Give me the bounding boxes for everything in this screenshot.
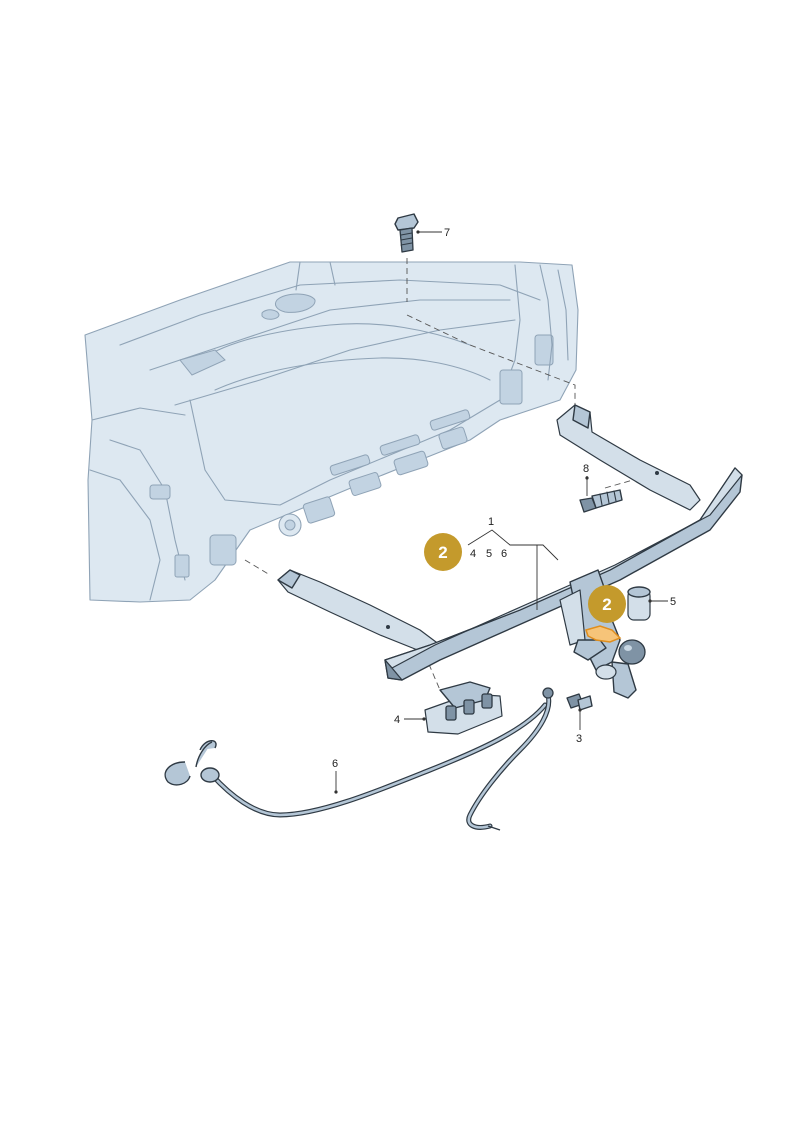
badge-a-label: 2 (438, 543, 447, 562)
callout-6-text: 6 (501, 548, 507, 560)
control-unit-bracket-icon (424, 681, 503, 735)
bolt-icon (579, 489, 623, 513)
badge-b: 2 (588, 585, 626, 623)
wiring-harness-icon (164, 687, 554, 831)
callout-5: 5 (670, 596, 676, 608)
control-unit-bracket[interactable]: 4 (394, 681, 503, 735)
seal-icon (585, 625, 622, 643)
tow-bar-icon (277, 404, 743, 681)
badge-a: 2 (424, 533, 462, 571)
vehicle-body (84, 261, 579, 603)
callout-4-text: 4 (470, 548, 476, 560)
callout-8: 8 (583, 463, 589, 475)
tow-ball-icon (595, 639, 646, 699)
bolt-3[interactable]: 3 (566, 693, 593, 745)
bolt-8[interactable]: 8 (579, 463, 623, 513)
bolt-icon (566, 693, 593, 711)
callout-5-group: 5 (648, 596, 676, 608)
wiring-harness[interactable]: 6 (164, 687, 554, 831)
bolt-icon (394, 213, 419, 253)
tow-bar-assembly[interactable] (277, 404, 743, 699)
callout-3: 3 (576, 733, 582, 745)
callout-7: 7 (444, 227, 450, 239)
callout-4: 4 (394, 714, 400, 726)
callout-5-text: 5 (486, 548, 492, 560)
callout-1-group: 1 4 5 6 (467, 516, 559, 610)
bolt-7[interactable]: 7 (394, 213, 450, 253)
callout-1: 1 (488, 516, 494, 528)
callout-6: 6 (332, 758, 338, 770)
badge-b-label: 2 (602, 595, 611, 614)
